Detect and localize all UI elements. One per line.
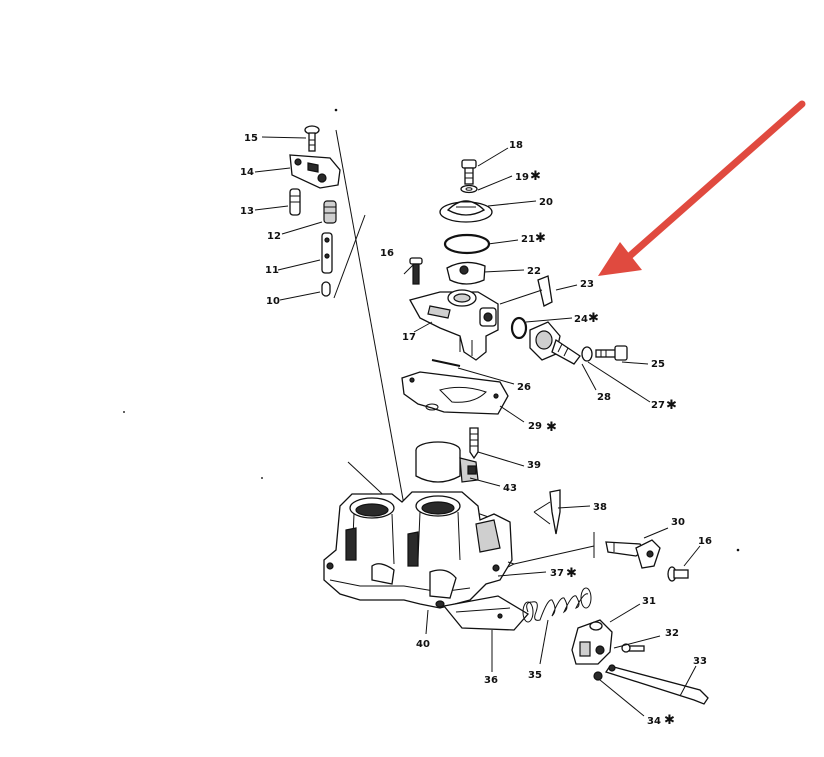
part-26-pin [431,359,461,367]
leaders-right [403,147,701,717]
label-33: 33 [693,656,707,667]
asterisk-mark-21: ✱ [535,231,546,246]
label-17: 17 [402,332,416,343]
label-39: 39 [527,460,541,471]
specks [123,108,740,552]
asterisk-mark-19: ✱ [530,169,541,184]
label-31: 31 [642,596,656,607]
label-12: 12 [267,231,281,242]
asterisk-mark-24: ✱ [588,311,599,326]
part-19-washer [460,184,478,194]
part-15-screw [304,125,320,152]
label-19: 19 [515,172,529,183]
part-33-rod [604,664,709,705]
label-13: 13 [240,206,254,217]
label-22: 22 [527,266,541,277]
label-14: 14 [240,167,254,178]
part-14-bracket [289,154,341,189]
part-16-screw-upper [409,257,423,285]
part-29-gasket [401,371,509,415]
red-annotation-arrow [598,100,806,276]
asterisk-mark-27: ✱ [666,398,677,413]
asterisk-mark-37: ✱ [566,566,577,581]
label-43: 43 [503,483,517,494]
part-39-screw [469,427,479,460]
label-27: 27 [651,400,665,411]
label-28: 28 [597,392,611,403]
part-21-gasket [443,233,491,255]
part-43-float [415,441,479,483]
label-40: 40 [416,639,430,650]
label-32: 32 [665,628,679,639]
label-18: 18 [509,140,523,151]
part-18-bolt [461,159,477,185]
label-30: 30 [671,517,685,528]
label-20: 20 [539,197,553,208]
label-21: 21 [521,234,535,245]
part-11-tube [321,232,333,274]
label-36: 36 [484,675,498,686]
part-16-screw-right [667,566,689,582]
asterisk-mark-29: ✱ [546,420,557,435]
part-labels: 15 14 13 12 11 10 18 19 20 21 16 22 23 1… [240,133,712,727]
part-38-needle [533,489,561,535]
part-20-cover [439,200,493,223]
part-13-jet [289,188,301,216]
part-23-pin [537,275,553,307]
asterisk-marks: ✱ ✱ ✱ ✱ ✱ ✱ ✱ [530,169,677,728]
label-23: 23 [580,279,594,290]
label-24: 24 [574,314,588,325]
part-25-bolt [595,345,628,361]
label-10: 10 [266,296,280,307]
asterisk-mark-34: ✱ [664,713,675,728]
leaders-left [254,136,323,301]
label-25: 25 [651,359,665,370]
part-24-o-ring [510,316,528,340]
label-38: 38 [593,502,607,513]
part-17-body [409,289,499,361]
part-12-nut [323,200,337,224]
label-37: 37 [550,568,564,579]
label-26: 26 [517,382,531,393]
main-carburetor-body [323,491,513,609]
part-30-lever [605,539,661,569]
part-22-diaphragm-housing [446,261,486,285]
part-27-washer [581,346,593,362]
part-36-plate [442,595,530,631]
label-34: 34 [647,716,661,727]
part-28-fitting [529,321,581,365]
part-34-nut [593,671,603,681]
label-16-upper: 16 [380,248,394,259]
label-11: 11 [265,265,279,276]
part-32-screw [621,643,645,653]
part-31-housing [571,619,613,665]
label-35: 35 [528,670,542,681]
part-35-spring [522,587,592,623]
label-16-right: 16 [698,536,712,547]
part-10-pin [321,281,331,297]
label-29: 29 [528,421,542,432]
label-15: 15 [244,133,258,144]
